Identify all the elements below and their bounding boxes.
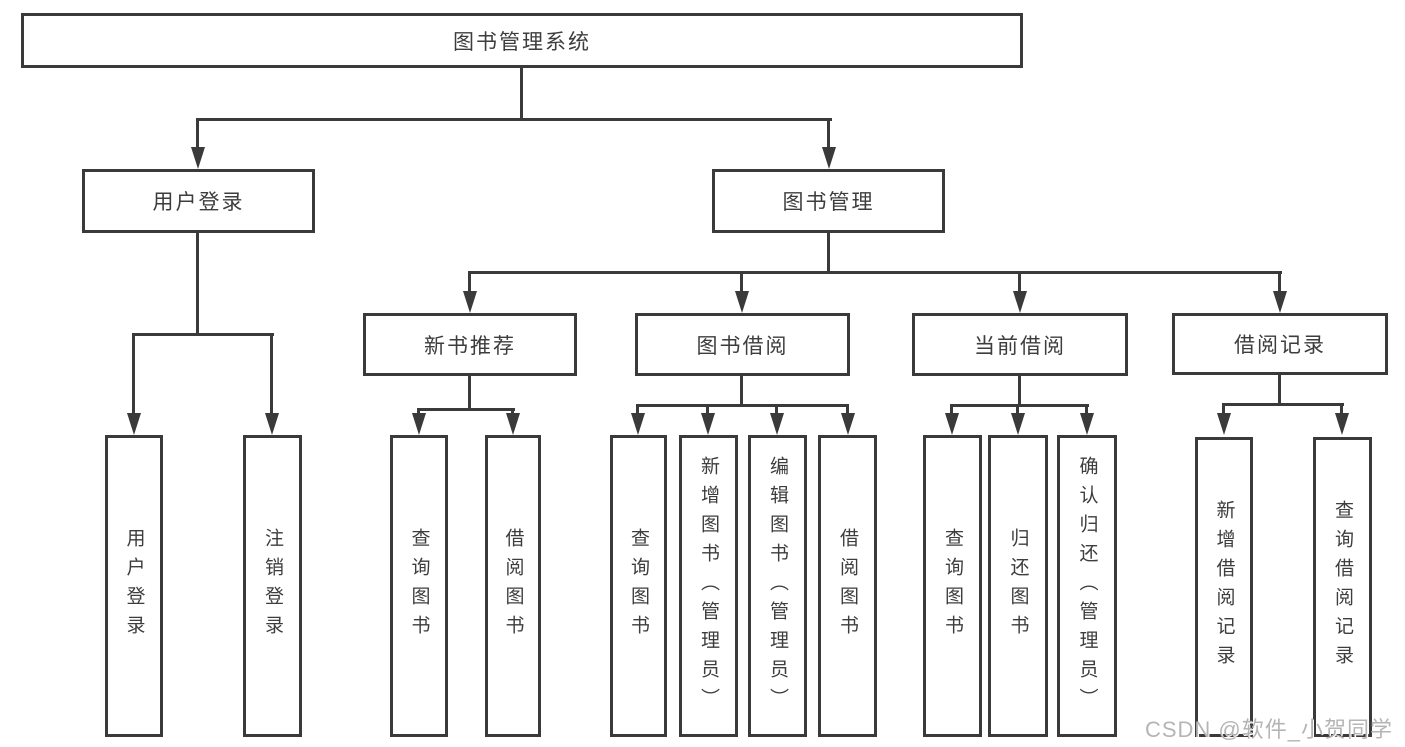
node-label: 当前借阅 <box>974 334 1066 358</box>
arrowhead-icon <box>822 147 836 169</box>
node-label: 图书管理系统 <box>453 30 591 54</box>
connector-book-borrowing-drop <box>740 376 743 407</box>
leaf-query-books: 查询图书 <box>610 435 667 737</box>
leaf-label: 新增借阅记录 <box>1213 500 1235 674</box>
node-new-book-recommendation: 新书推荐 <box>363 313 577 376</box>
leaf-edit-books-admin: 编辑图书（管理员） <box>748 435 807 737</box>
node-current-borrowing: 当前借阅 <box>912 313 1128 376</box>
node-label: 借阅记录 <box>1234 334 1326 357</box>
connector-drop-book-management <box>827 118 830 150</box>
connector-drop-leaf <box>1085 404 1088 416</box>
connector-drop-leaf <box>511 408 514 416</box>
arrowhead-icon <box>1080 413 1094 435</box>
leaf-label: 借阅图书 <box>837 528 858 644</box>
leaf-add-borrow-record: 新增借阅记录 <box>1195 437 1253 737</box>
connector-drop-leaf <box>775 404 778 416</box>
arrowhead-icon <box>506 413 520 435</box>
connector-user-login-rail <box>132 333 274 336</box>
leaf-label: 确认归还（管理员） <box>1076 455 1098 717</box>
connector-drop-leaf <box>132 333 135 416</box>
connector-book-management-drop <box>827 233 830 274</box>
connector-book-borrowing-rail <box>636 404 849 407</box>
node-label: 图书借阅 <box>696 334 789 358</box>
connector-borrowing-records-drop <box>1278 374 1281 406</box>
leaf-borrow-books: 借阅图书 <box>485 435 541 737</box>
node-label: 新书推荐 <box>424 334 516 358</box>
node-book-borrowing: 图书借阅 <box>635 313 850 376</box>
connector-drop-leaf <box>636 404 639 416</box>
arrowhead-icon <box>945 413 959 435</box>
node-library-management-system: 图书管理系统 <box>21 13 1023 68</box>
leaf-logout: 注销登录 <box>243 435 302 737</box>
connector-drop-leaf <box>1222 403 1225 416</box>
leaf-label: 编辑图书（管理员） <box>767 455 788 717</box>
connector-borrowing-records-rail <box>1222 403 1344 406</box>
connector-drop-user-login <box>196 118 199 150</box>
csdn-watermark: CSDN @软件_小贺同学 <box>1144 717 1393 742</box>
connector-new-book-rail <box>417 408 515 411</box>
arrowhead-icon <box>191 147 205 169</box>
leaf-user-login: 用户登录 <box>105 435 163 737</box>
leaf-return-books: 归还图书 <box>988 435 1048 737</box>
connector-root-rail <box>196 118 832 121</box>
leaf-label: 查询借阅记录 <box>1332 500 1353 674</box>
connector-root-drop <box>520 68 523 118</box>
arrowhead-icon <box>1013 291 1027 313</box>
arrowhead-icon <box>1335 413 1349 435</box>
node-label: 图书管理 <box>782 191 875 214</box>
leaf-confirm-return-admin: 确认归还（管理员） <box>1057 435 1117 737</box>
connector-drop-leaf <box>706 404 709 416</box>
leaf-label: 查询图书 <box>628 528 649 644</box>
arrowhead-icon <box>631 413 645 435</box>
leaf-query-books: 查询图书 <box>923 435 982 737</box>
connector-drop-level3 <box>468 271 471 293</box>
node-book-management: 图书管理 <box>712 169 945 233</box>
connector-level3-rail <box>468 271 1282 274</box>
connector-current-borrowing-drop <box>1018 376 1021 407</box>
node-borrowing-records: 借阅记录 <box>1172 313 1388 375</box>
arrowhead-icon <box>841 413 855 435</box>
leaf-label: 查询图书 <box>408 528 430 644</box>
node-label: 用户登录 <box>152 191 245 214</box>
connector-drop-leaf <box>417 408 420 416</box>
arrowhead-icon <box>770 413 784 435</box>
connector-user-login-drop <box>196 233 199 335</box>
leaf-label: 查询图书 <box>942 528 963 644</box>
arrowhead-icon <box>412 413 426 435</box>
arrowhead-icon <box>265 413 279 435</box>
connector-drop-leaf <box>270 333 273 416</box>
leaf-borrow-books: 借阅图书 <box>818 435 877 737</box>
connector-current-borrowing-rail <box>950 404 1089 407</box>
leaf-label: 注销登录 <box>262 528 283 644</box>
connector-drop-leaf <box>1340 403 1343 416</box>
connector-drop-leaf <box>1016 404 1019 416</box>
leaf-query-books: 查询图书 <box>390 435 448 737</box>
leaf-label: 用户登录 <box>123 528 145 644</box>
leaf-label: 借阅图书 <box>502 528 524 644</box>
leaf-add-books-admin: 新增图书（管理员） <box>679 435 738 737</box>
connector-drop-level3 <box>1018 271 1021 293</box>
arrowhead-icon <box>1217 413 1231 435</box>
leaf-label: 归还图书 <box>1007 528 1029 644</box>
connector-drop-leaf <box>846 404 849 416</box>
arrowhead-icon <box>127 413 141 435</box>
connector-drop-level3 <box>1278 271 1281 293</box>
connector-new-book-drop <box>468 376 471 411</box>
node-user-login: 用户登录 <box>82 169 315 233</box>
arrowhead-icon <box>463 291 477 313</box>
leaf-label: 新增图书（管理员） <box>698 455 719 717</box>
arrowhead-icon <box>701 413 715 435</box>
arrowhead-icon <box>1273 291 1287 313</box>
connector-drop-leaf <box>950 404 953 416</box>
arrowhead-icon <box>1011 413 1025 435</box>
connector-drop-level3 <box>740 271 743 293</box>
leaf-query-borrow-record: 查询借阅记录 <box>1313 437 1372 737</box>
arrowhead-icon <box>735 291 749 313</box>
